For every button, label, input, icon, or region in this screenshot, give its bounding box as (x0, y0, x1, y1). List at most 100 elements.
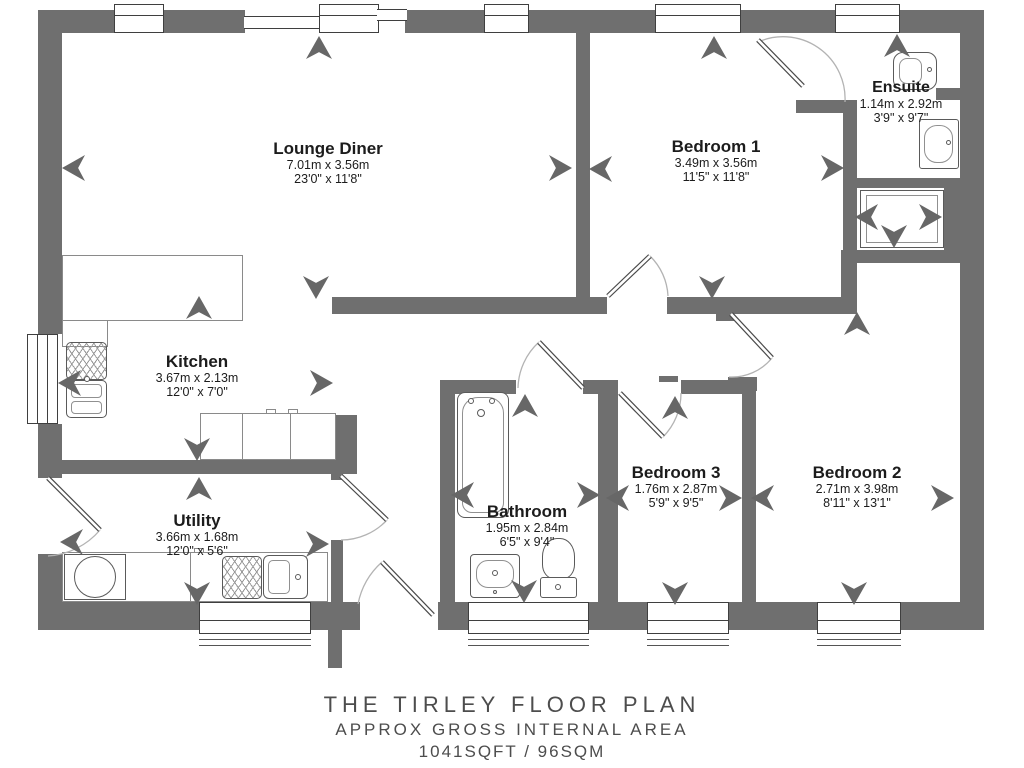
wall-lounge-bedroom1 (576, 33, 590, 297)
flush-icon (555, 584, 561, 590)
wall-ensuite-west (843, 100, 857, 253)
room-label-bedroom-2: Bedroom 2 2.71m x 3.98m 8'11" x 13'1" (813, 463, 902, 510)
tap-icon (492, 570, 498, 576)
wall-hall-north-a (332, 297, 607, 314)
room-dim-metric: 1.76m x 2.87m (634, 482, 718, 497)
room-dim-metric: 3.67m x 2.13m (155, 371, 239, 386)
room-label-bathroom: Bathroom 1.95m x 2.84m 6'5" x 9'4" (486, 502, 569, 549)
drain-icon (477, 409, 485, 417)
tap-icon (946, 140, 951, 145)
room-dim-metric: 1.95m x 2.84m (485, 521, 569, 536)
wall (38, 602, 200, 630)
window (835, 4, 900, 33)
washing-machine-drum (74, 556, 116, 598)
sink-drainer-icon (222, 556, 262, 599)
window-sill (817, 639, 901, 640)
handle (194, 548, 204, 553)
tap-icon (489, 398, 495, 404)
wall-toilet-nook-stub (936, 88, 960, 100)
wall-ensuite-south (841, 250, 960, 263)
room-name: Bathroom (486, 502, 568, 521)
window-sill (468, 639, 589, 640)
wall (38, 10, 62, 334)
room-dim-imperial: 11'5" x 11'8" (682, 170, 750, 185)
room-name: Bedroom 3 (631, 463, 721, 482)
tap-icon (468, 398, 474, 404)
sink-bowl (268, 560, 290, 594)
window-sill (647, 639, 729, 640)
wall (405, 10, 484, 33)
toilet-bowl (899, 58, 922, 84)
room-name: Ensuite (872, 79, 930, 96)
window-sill (199, 645, 311, 646)
wall (438, 602, 468, 630)
wall-utility-east (331, 540, 343, 604)
wall-kitchen-utility (38, 460, 343, 474)
window (655, 4, 741, 33)
flush-icon (927, 67, 932, 72)
door-jamb (716, 314, 734, 321)
wall-shower-east (944, 188, 960, 250)
plan-title: THE TIRLEY FLOOR PLAN (323, 692, 701, 717)
door-jamb (659, 376, 678, 382)
window (468, 602, 589, 634)
wall-stub (328, 628, 342, 668)
room-label-kitchen: Kitchen 3.67m x 2.13m 12'0" x 7'0" (156, 352, 239, 399)
window-sill (817, 645, 901, 646)
window-sill (468, 645, 589, 646)
wall (960, 10, 984, 630)
window (114, 4, 164, 33)
window (199, 602, 311, 634)
room-dim-imperial: 6'5" x 9'4" (499, 535, 555, 550)
drain-icon (493, 590, 497, 594)
wall-hall-north-b (667, 297, 857, 314)
room-name: Utility (173, 511, 221, 530)
plan-area: 1041SQFT / 96SQM (418, 742, 606, 761)
room-name: Lounge Diner (273, 139, 383, 158)
room-dim-imperial: 5'9" x 9'5" (648, 496, 704, 511)
room-dim-metric: 7.01m x 3.56m (286, 158, 370, 173)
room-dim-imperial: 23'0" x 11'8" (294, 172, 362, 187)
wall-bedroom3-bedroom2 (742, 380, 756, 604)
hob-knob (288, 409, 298, 414)
sink-bowl (71, 401, 102, 414)
room-dim-metric: 3.66m x 1.68m (155, 530, 239, 545)
sink-drainer-icon (66, 342, 107, 380)
room-name: Bedroom 1 (671, 137, 761, 156)
room-label-lounge-diner: Lounge Diner 7.01m x 3.56m 23'0" x 11'8" (273, 139, 383, 186)
room-label-ensuite: Ensuite 1.14m x 2.92m 3'9" x 9'7" (860, 79, 943, 125)
worktop-division (190, 553, 191, 601)
window (817, 602, 901, 634)
room-label-utility: Utility 3.66m x 1.68m 12'0" x 5'6" (156, 511, 239, 558)
room-dim-imperial: 12'0" x 5'6" (166, 544, 228, 559)
wall-ensuite-stub (796, 100, 843, 113)
room-label-bedroom-1: Bedroom 1 3.49m x 3.56m 11'5" x 11'8" (672, 137, 761, 184)
window (244, 16, 322, 29)
wall-connector (841, 250, 857, 314)
room-dim-metric: 3.49m x 3.56m (674, 156, 758, 171)
room-label-bedroom-3: Bedroom 3 1.76m x 2.87m 5'9" x 9'5" (632, 463, 721, 510)
kitchen-peninsula-worktop (62, 255, 243, 321)
wall-bathroom-north (583, 380, 618, 394)
wall-shower-north (856, 178, 960, 188)
wall-bathroom-north (440, 380, 516, 394)
window (484, 4, 529, 33)
wall (900, 602, 984, 630)
kitchen-worktop (200, 413, 336, 460)
room-dim-metric: 1.14m x 2.92m (859, 96, 943, 111)
wall-block (728, 377, 757, 391)
room-name: Kitchen (165, 352, 229, 371)
room-dim-metric: 2.71m x 3.98m (815, 482, 899, 497)
window (647, 602, 729, 634)
wall (528, 10, 656, 33)
room-dim-imperial: 3'9" x 9'7" (873, 110, 929, 125)
tap-icon (295, 574, 301, 580)
window-sill (647, 645, 729, 646)
worktop-division (242, 414, 243, 459)
tap-icon (84, 376, 90, 382)
hob-knob (266, 409, 276, 414)
wall (164, 10, 245, 33)
wall-bathroom-west (440, 380, 455, 604)
